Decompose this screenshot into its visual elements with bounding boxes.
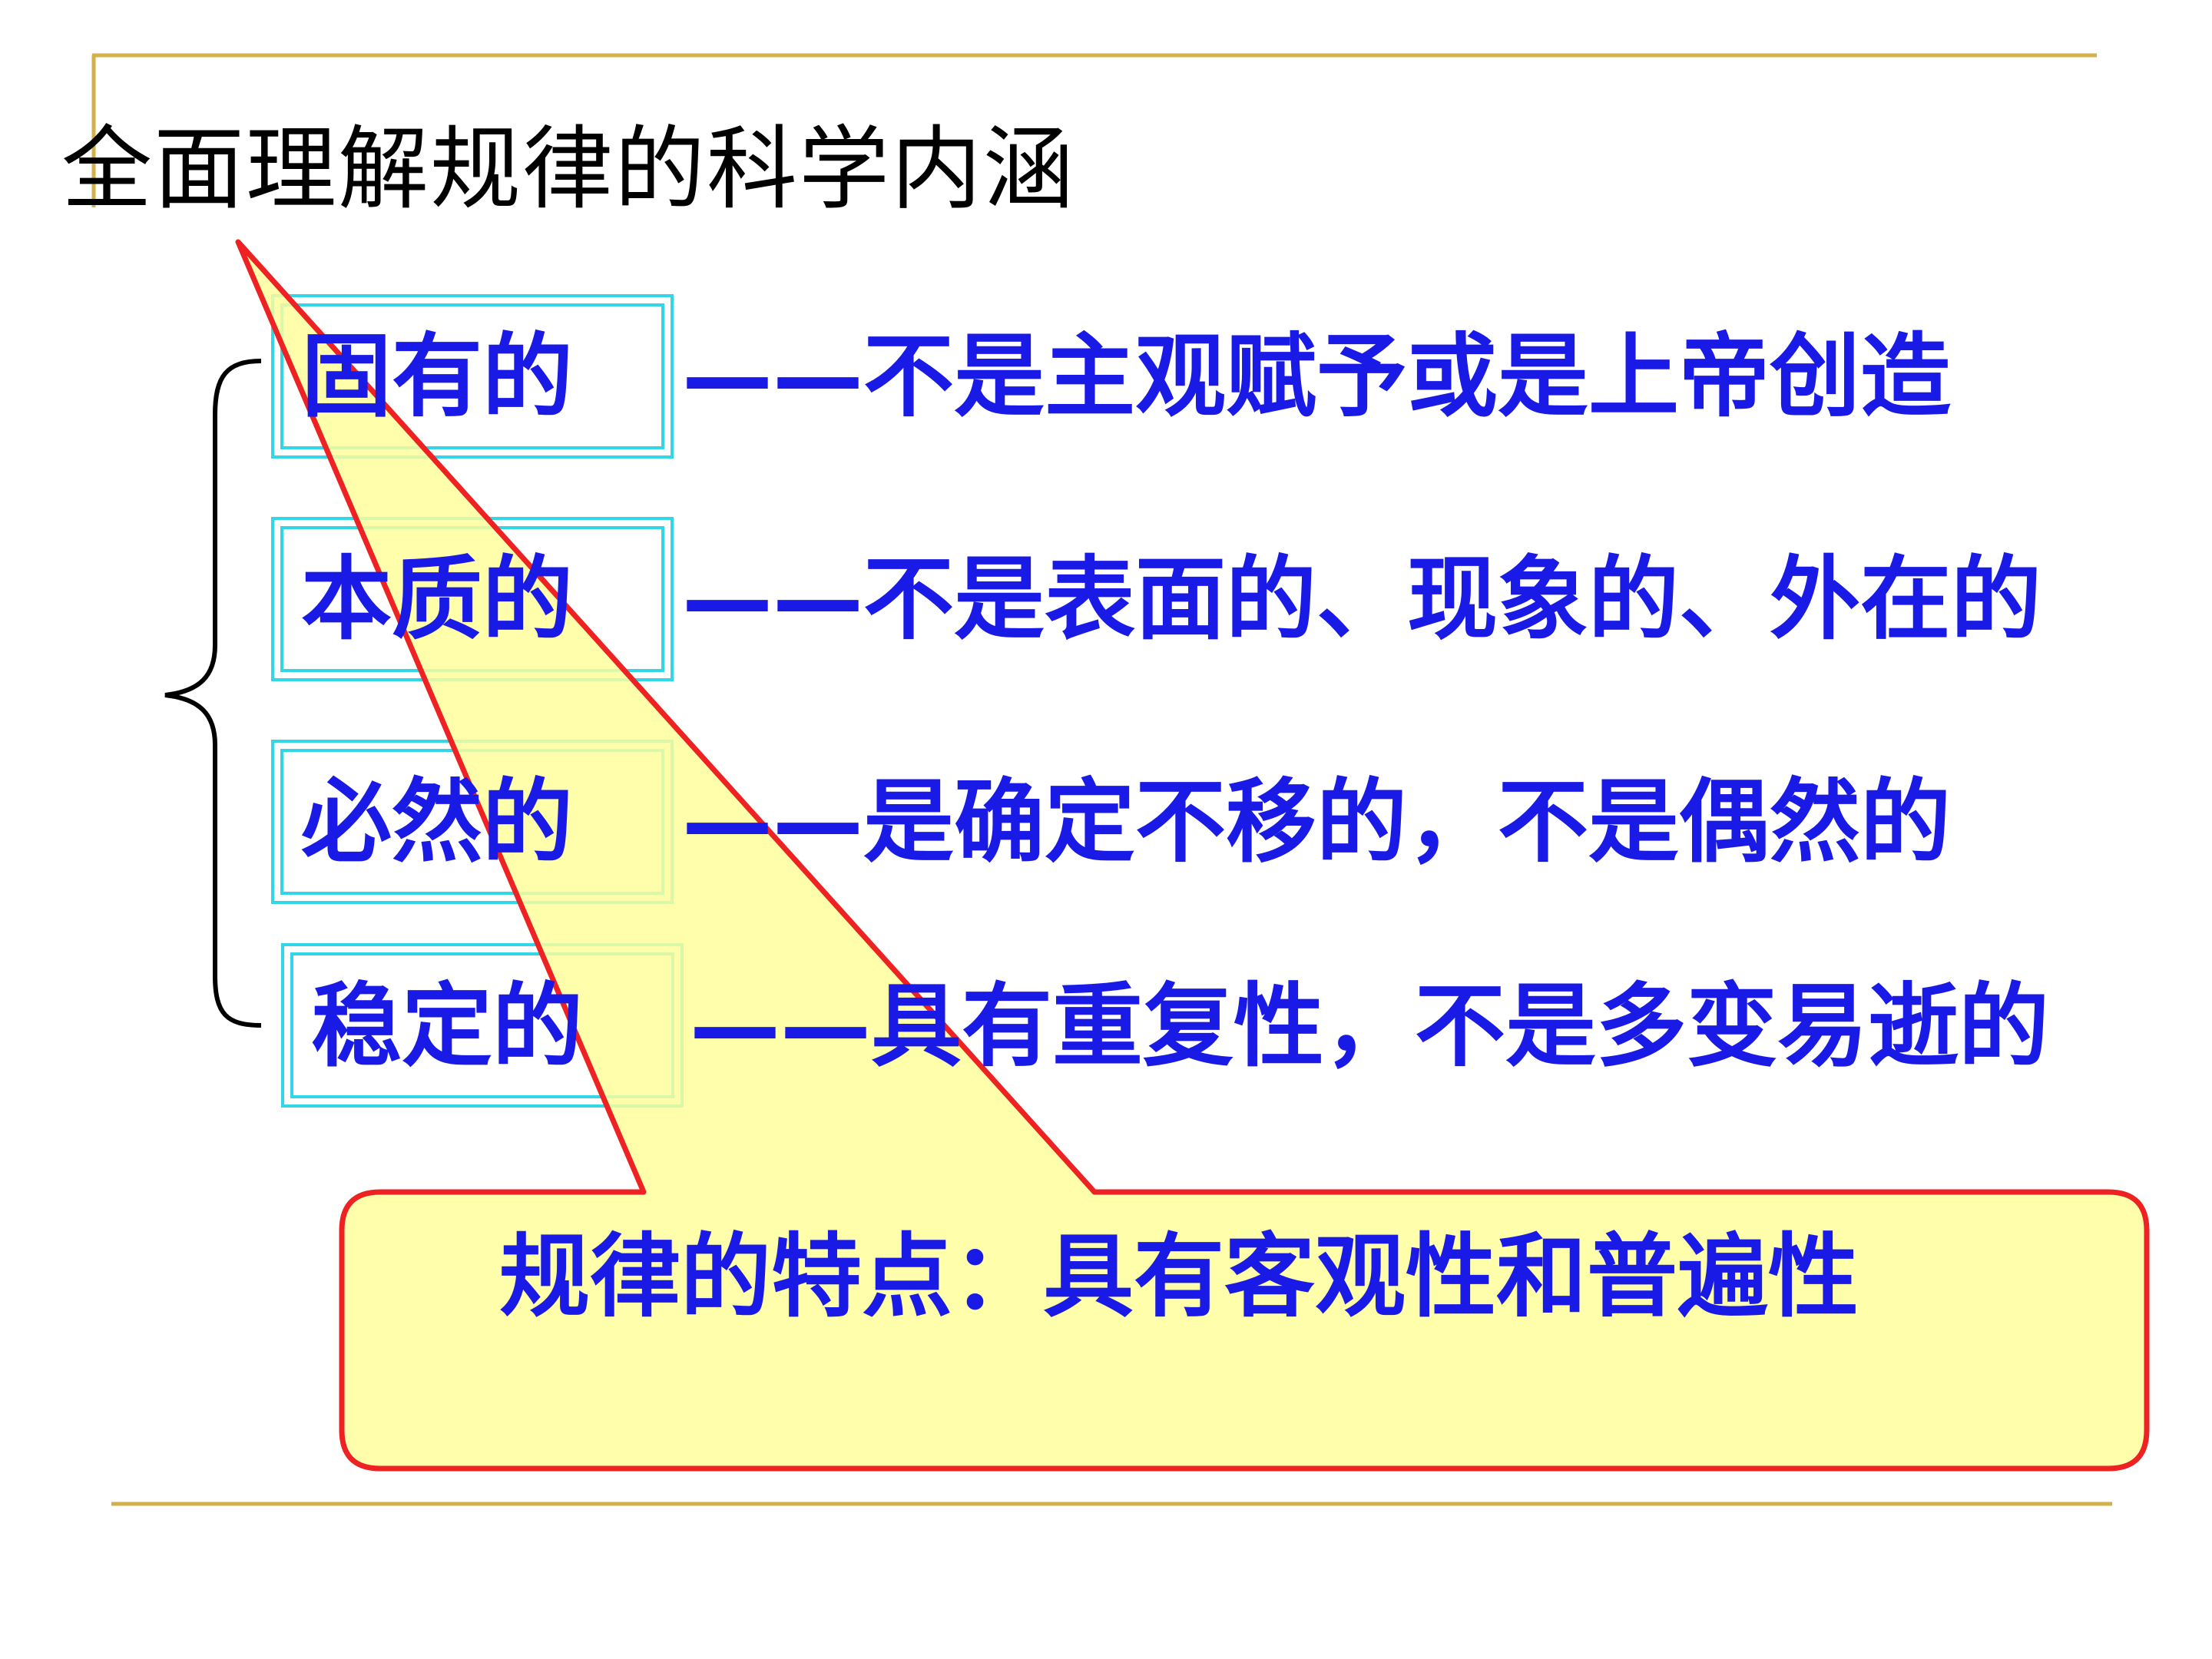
term-label-4: 稳定的 [311,973,584,1079]
description-1: ——不是主观赋予或是上帝创造 [682,323,1952,429]
description-4: ——具有重复性，不是多变易逝的 [690,973,2050,1079]
callout-text: 规律的特点：具有客观性和普遍性 [499,1224,1859,1330]
curly-brace [164,359,262,1028]
term-label-3: 必然的 [301,769,574,875]
description-2: ——不是表面的、现象的、外在的 [682,546,2042,652]
description-3: ——是确定不移的，不是偶然的 [682,769,1952,875]
term-label-1: 固有的 [301,323,574,429]
callout-bubble [235,239,2150,1472]
term-box-1 [271,294,674,459]
page-title: 全面理解规律的科学内涵 [61,116,1076,222]
term-label-2: 本质的 [301,546,574,652]
